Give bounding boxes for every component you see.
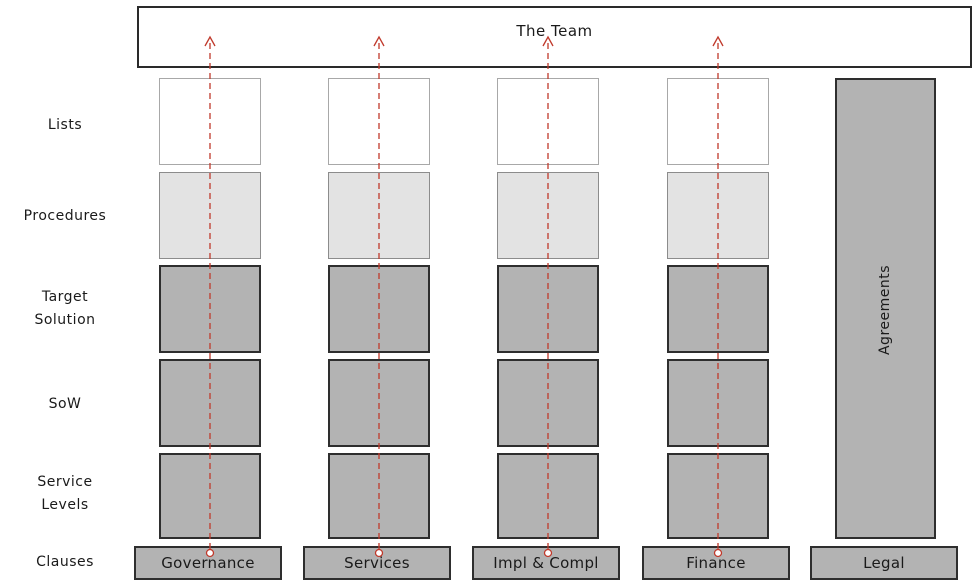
row-label-service-line2: Levels [41,497,89,513]
clause-legal: Legal [810,546,958,580]
governance-lists-cell [159,78,261,165]
row-label-procedures: Procedures [23,208,107,224]
row-label-sow: SoW [48,396,82,412]
arrow-finance [712,35,724,558]
team-title: The Team [516,22,593,40]
agreements-block [835,78,936,539]
impl-compl-lists-cell [497,78,599,165]
row-label-target-line1: Target [41,289,89,305]
arrow-services [373,35,385,558]
row-label-clauses: Clauses [36,554,94,570]
row-label-target-line2: Solution [34,312,96,328]
row-label-service-levels: Service Levels [10,471,120,517]
services-lists-cell [328,78,430,165]
finance-lists-cell [667,78,769,165]
row-label-lists: Lists [47,117,83,133]
row-label-target-solution: Target Solution [10,286,120,332]
team-banner: The Team [137,6,972,68]
row-label-service-line1: Service [37,474,93,490]
clause-finance: Finance [642,546,790,580]
arrow-governance [204,35,216,558]
arrow-impl-compl [542,35,554,558]
